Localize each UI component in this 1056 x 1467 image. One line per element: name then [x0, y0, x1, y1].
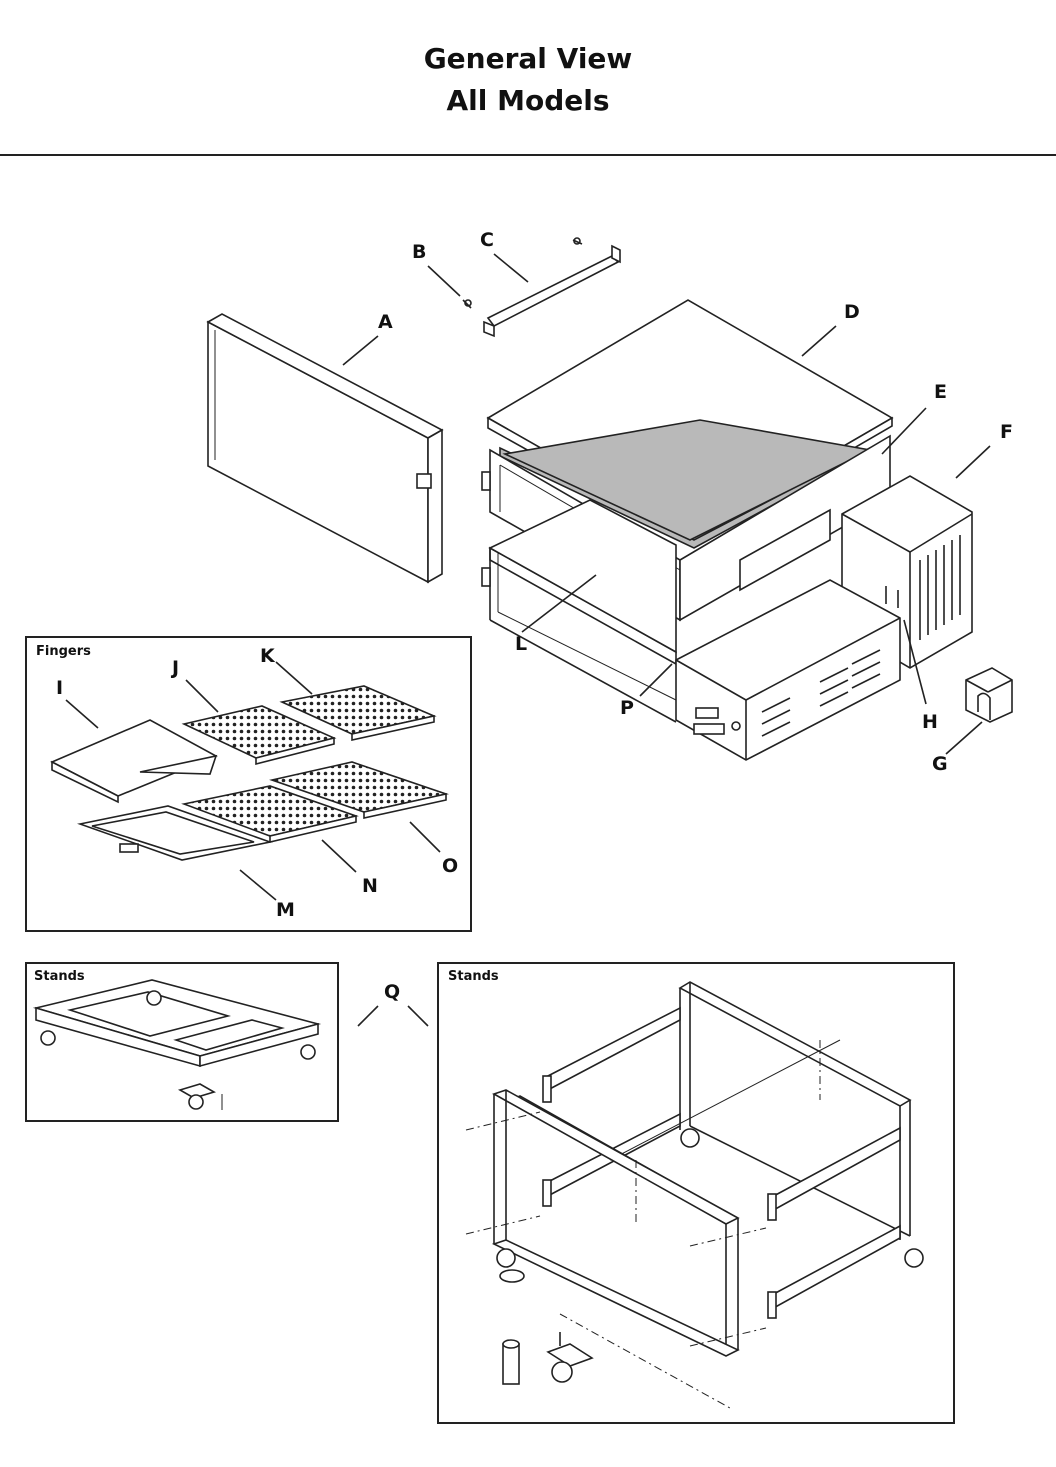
label-g: G [932, 753, 948, 775]
label-b: B [412, 241, 427, 263]
screw-b [462, 299, 472, 309]
finger-o [269, 761, 449, 819]
finger-j [181, 705, 337, 766]
label-l: L [515, 633, 528, 655]
bracket-g [965, 667, 1013, 723]
label-m: M [276, 899, 295, 921]
label-n: N [362, 875, 378, 897]
label-i: I [56, 677, 64, 699]
control-panel-p [675, 579, 901, 761]
label-f: F [1000, 421, 1013, 443]
label-q: Q [384, 981, 401, 1003]
finger-n [181, 785, 359, 844]
page-subtitle: All Models [446, 84, 610, 117]
label-d: D [844, 301, 860, 323]
caster-detail [177, 1083, 223, 1110]
header-divider [0, 154, 1056, 156]
stands-large-panel [437, 962, 955, 1424]
finger-m [77, 805, 273, 861]
finger-i [50, 719, 218, 804]
label-o: O [442, 855, 459, 877]
fingers-panel-label: Fingers [36, 644, 91, 659]
label-j: J [172, 657, 180, 679]
finger-k [279, 685, 437, 741]
label-c: C [480, 229, 494, 251]
bracket-c [483, 237, 621, 338]
label-a: A [378, 311, 393, 333]
label-k: K [260, 645, 275, 667]
label-p: P [620, 697, 634, 719]
label-h: H [922, 711, 938, 733]
stand-small [32, 979, 322, 1110]
stands-small-panel-label: Stands [34, 969, 85, 984]
side-panel-a [206, 313, 444, 584]
page-title: General View [423, 42, 633, 75]
stands-large-panel-label: Stands [448, 969, 499, 984]
label-e: E [934, 381, 947, 403]
stand-large [465, 981, 924, 1409]
oven-body-e [481, 419, 891, 723]
